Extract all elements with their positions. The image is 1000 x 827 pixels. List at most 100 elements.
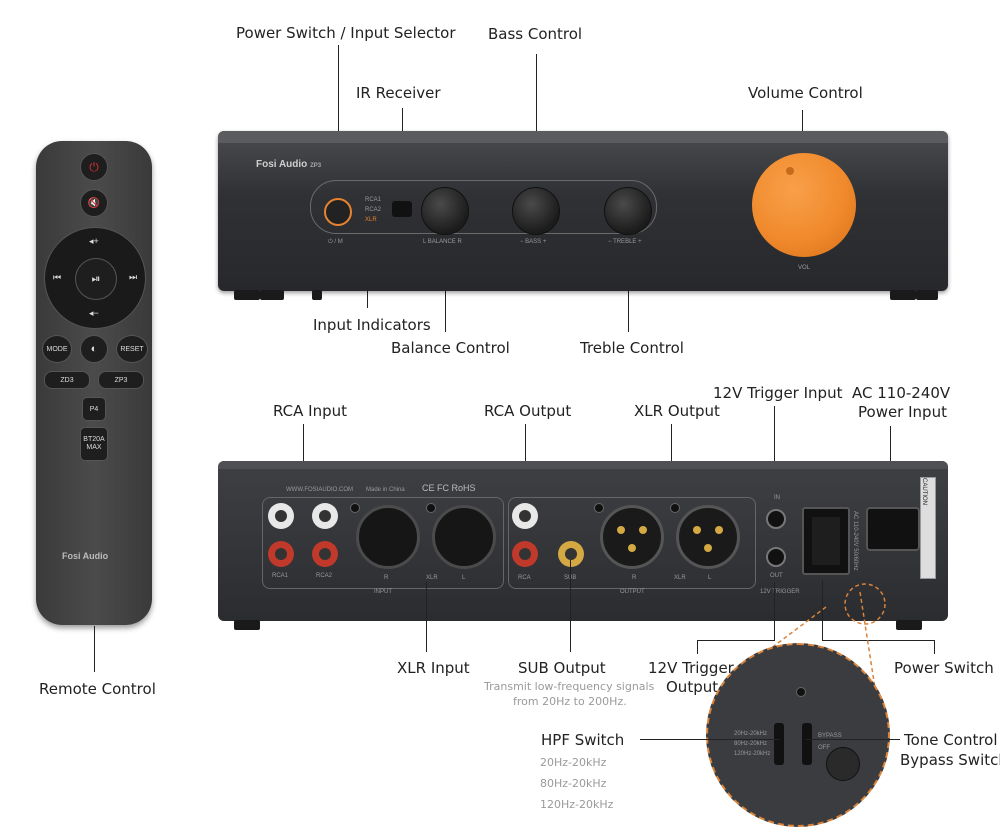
leader-line (697, 640, 698, 654)
label-balance-control: Balance Control (391, 339, 510, 357)
label-xlr-input: XLR Input (397, 659, 470, 677)
next-icon[interactable]: ⏭ (129, 272, 138, 282)
leader-line (934, 640, 935, 654)
leader-line (774, 406, 775, 506)
balance-knob[interactable] (421, 187, 469, 235)
volume-label: VOL (798, 265, 811, 271)
rear-cert-marks: CE FC RoHS (422, 483, 476, 493)
xlr-in-label: XLR (426, 575, 438, 581)
caution-label: CAUTION (920, 477, 936, 579)
label-rca-output: RCA Output (484, 402, 572, 420)
label-volume-control: Volume Control (748, 84, 863, 102)
power-label: ⏻ / M (328, 239, 343, 245)
foot (260, 290, 284, 300)
rca-output-left-jack[interactable] (512, 503, 538, 529)
sub-output-desc-1: Transmit low-frequency signals (484, 680, 655, 693)
volume-up-icon[interactable]: ◂+ (89, 236, 99, 246)
label-power-switch: Power Switch / Input Selector (236, 24, 456, 42)
rca-out-label: RCA (518, 575, 531, 581)
rca2-right-jack[interactable] (312, 541, 338, 567)
xlr-output-right[interactable] (600, 505, 664, 569)
label-treble-control: Treble Control (580, 339, 684, 357)
leader-line (640, 739, 780, 740)
label-sub-output: SUB Output (518, 659, 606, 677)
zoom-foot (826, 747, 860, 781)
label-trigger-input: 12V Trigger Input (713, 384, 843, 402)
label-xlr-output: XLR Output (634, 402, 720, 420)
zoom-hpf-20: 20Hz-20kHz (734, 731, 768, 737)
label-ac-input-2: Power Input (858, 403, 947, 421)
control-bezel (310, 180, 657, 234)
volume-down-icon[interactable]: ◂− (89, 308, 99, 318)
xlr-in-r-label: R (384, 575, 389, 581)
xlr-out-r-label: R (632, 575, 637, 581)
remote-dpad[interactable]: ⏯ ◂+ ◂− ⏮ ⏭ (44, 227, 146, 329)
remote-reset-button[interactable]: RESET (116, 335, 148, 363)
hpf-option-1: 20Hz-20kHz (540, 756, 607, 769)
zoom-off-label: OFF (818, 745, 830, 751)
treble-knob[interactable] (604, 187, 652, 235)
leader-line (774, 582, 775, 640)
treble-label: − TREBLE + (608, 239, 642, 245)
balance-label: L BALANCE R (423, 239, 462, 245)
indicator-rca2: RCA2 (365, 207, 382, 213)
remote-zd3-button[interactable]: ZD3 (44, 371, 90, 389)
label-ir-receiver: IR Receiver (356, 84, 441, 102)
remote-zp3-button[interactable]: ZP3 (98, 371, 144, 389)
leader-line (822, 640, 934, 641)
label-bass-control: Bass Control (488, 25, 583, 43)
trigger-input-jack[interactable] (766, 509, 786, 529)
remote-p4-button[interactable]: P4 (82, 397, 106, 421)
xlr-out-label: XLR (674, 575, 686, 581)
trigger-in-label: IN (774, 495, 780, 501)
power-rocker-switch[interactable] (802, 507, 850, 575)
remote-power-button[interactable]: ⏻ (80, 153, 108, 181)
hpf-option-2: 80Hz-20kHz (540, 777, 607, 790)
hpf-option-3: 120Hz-20kHz (540, 798, 614, 811)
rear-made-in: Made in China (366, 487, 405, 493)
iec-power-socket[interactable] (866, 507, 920, 551)
remote-mode-button[interactable]: MODE (42, 335, 72, 363)
label-tone-bypass-2: Bypass Switch (900, 751, 1000, 769)
xlr-input-right[interactable] (356, 505, 420, 569)
trigger-output-jack[interactable] (766, 547, 786, 567)
indicator-rca1: RCA1 (365, 197, 382, 203)
rca2-label: RCA2 (316, 573, 333, 579)
sub-output-desc-2: from 20Hz to 200Hz. (513, 695, 627, 708)
leader-line (426, 582, 427, 652)
label-input-indicators: Input Indicators (313, 316, 431, 334)
label-remote-control: Remote Control (39, 680, 156, 698)
rca1-label: RCA1 (272, 573, 289, 579)
rca-output-right-jack[interactable] (512, 541, 538, 567)
trigger-out-label: OUT (770, 573, 783, 579)
leader-line (806, 739, 900, 740)
hpf-slide-switch[interactable] (774, 723, 784, 765)
label-ac-input-1: AC 110-240V (852, 384, 951, 402)
rca1-left-jack[interactable] (268, 503, 294, 529)
foot (916, 290, 938, 300)
bass-knob[interactable] (512, 187, 560, 235)
xlr-output-left[interactable] (676, 505, 740, 569)
rca2-left-jack[interactable] (312, 503, 338, 529)
volume-knob[interactable] (752, 153, 856, 257)
remote-play-pause-button[interactable]: ⏯ (75, 258, 117, 300)
foot (234, 290, 260, 300)
foot (896, 620, 922, 630)
previous-icon[interactable]: ⏮ (53, 272, 62, 282)
rca1-right-jack[interactable] (268, 541, 294, 567)
remote-mute-button[interactable]: 🔇 (80, 189, 108, 217)
output-section-label: OUTPUT (620, 589, 645, 595)
label-hpf-switch: HPF Switch (541, 731, 625, 749)
label-trigger-output-2: Output (666, 678, 719, 696)
xlr-input-left[interactable] (432, 505, 496, 569)
output-section (508, 497, 756, 589)
sub-output-jack[interactable] (558, 541, 584, 567)
remote-brand: Fosi Audio (62, 551, 109, 561)
leader-line (570, 560, 571, 652)
remote-control: ⏻ 🔇 ⏯ ◂+ ◂− ⏮ ⏭ MODE ◐ RESET ZD3 ZP3 P4 … (36, 141, 152, 625)
remote-contrast-button[interactable]: ◐ (80, 335, 108, 363)
bypass-slide-switch[interactable] (802, 723, 812, 765)
power-button[interactable] (324, 198, 352, 226)
foot (312, 290, 322, 300)
